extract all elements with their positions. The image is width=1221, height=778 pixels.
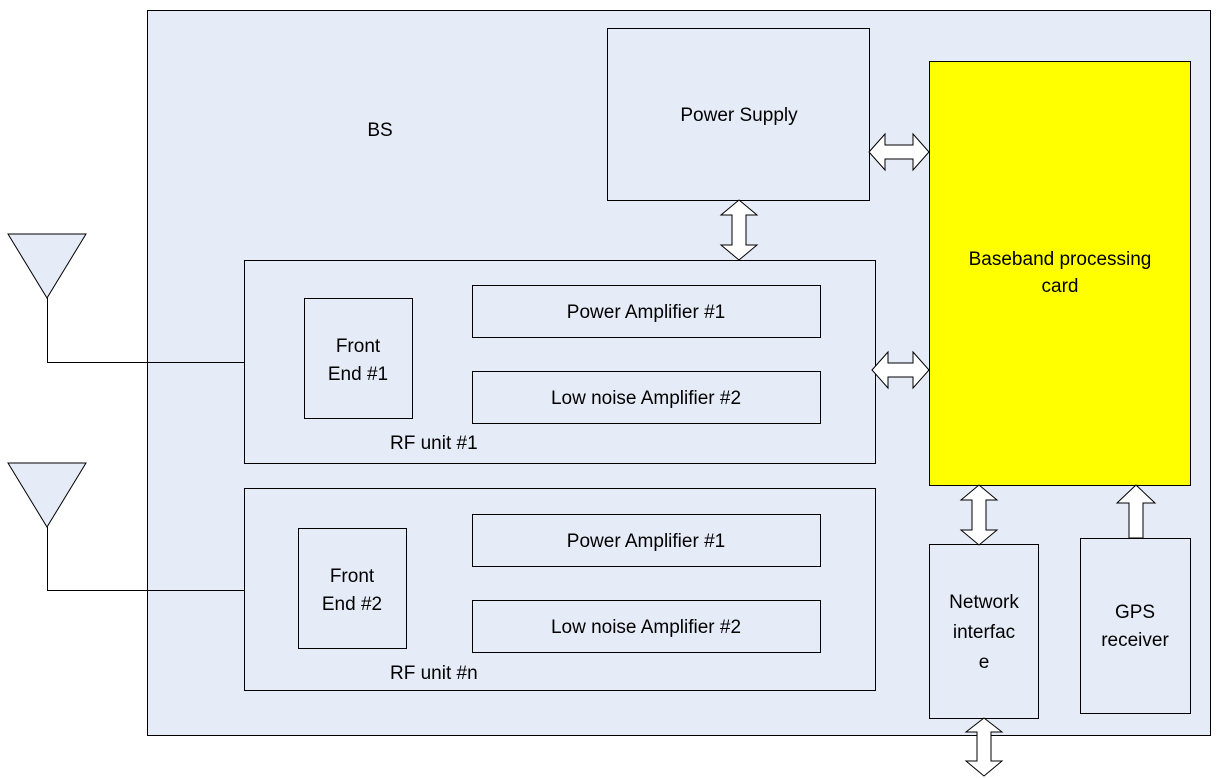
power-supply-rf-unit-arrow <box>719 199 759 261</box>
power-amplifier-1-box <box>472 285 821 338</box>
lna-1-label: Low noise Amplifier #2 <box>551 388 741 409</box>
baseband-label-line2: card <box>1042 276 1079 297</box>
rf-unit-n-label: RF unit #n <box>390 663 478 684</box>
baseband-network-interface-arrow <box>959 484 999 546</box>
power-supply-label: Power Supply <box>680 105 798 126</box>
bs-label: BS <box>367 120 392 141</box>
network-interface-label-line2: interfac <box>953 622 1015 643</box>
front-end-2-label-line2: End #2 <box>322 594 382 615</box>
network-interface-label-line3: e <box>979 652 990 673</box>
front-end-2-label-line1: Front <box>330 566 375 587</box>
power-supply-baseband-arrow <box>868 132 930 172</box>
antenna-1-icon <box>7 233 87 299</box>
rf-unit-baseband-arrow <box>871 350 930 390</box>
antenna-2-icon <box>7 462 87 528</box>
power-supply-box <box>607 28 870 201</box>
power-amplifier-n-label: Power Amplifier #1 <box>567 531 725 552</box>
network-external-arrow <box>964 717 1004 777</box>
front-end-1-label-line1: Front <box>336 336 381 357</box>
baseband-card <box>929 61 1191 486</box>
rf-unit-1-label: RF unit #1 <box>390 433 478 454</box>
lna-n-label: Low noise Amplifier #2 <box>551 617 741 638</box>
lna-1-box <box>472 371 821 424</box>
antenna-2-feed-line <box>47 527 245 591</box>
network-interface-label-line1: Network <box>949 592 1019 613</box>
gps-receiver-label-line1: GPS <box>1115 602 1155 623</box>
lna-n-box <box>472 600 821 653</box>
power-amplifier-n-box <box>472 514 821 567</box>
gps-baseband-arrow <box>1115 484 1157 539</box>
gps-receiver-box <box>1080 538 1191 714</box>
front-end-1-box <box>304 298 413 419</box>
baseband-label-line1: Baseband processing <box>969 249 1152 270</box>
front-end-1-label-line2: End #1 <box>328 364 388 385</box>
antenna-1-feed-line <box>47 298 245 363</box>
power-amplifier-1-label: Power Amplifier #1 <box>567 302 725 323</box>
gps-receiver-label-line2: receiver <box>1101 630 1169 651</box>
front-end-2-box <box>298 528 407 649</box>
